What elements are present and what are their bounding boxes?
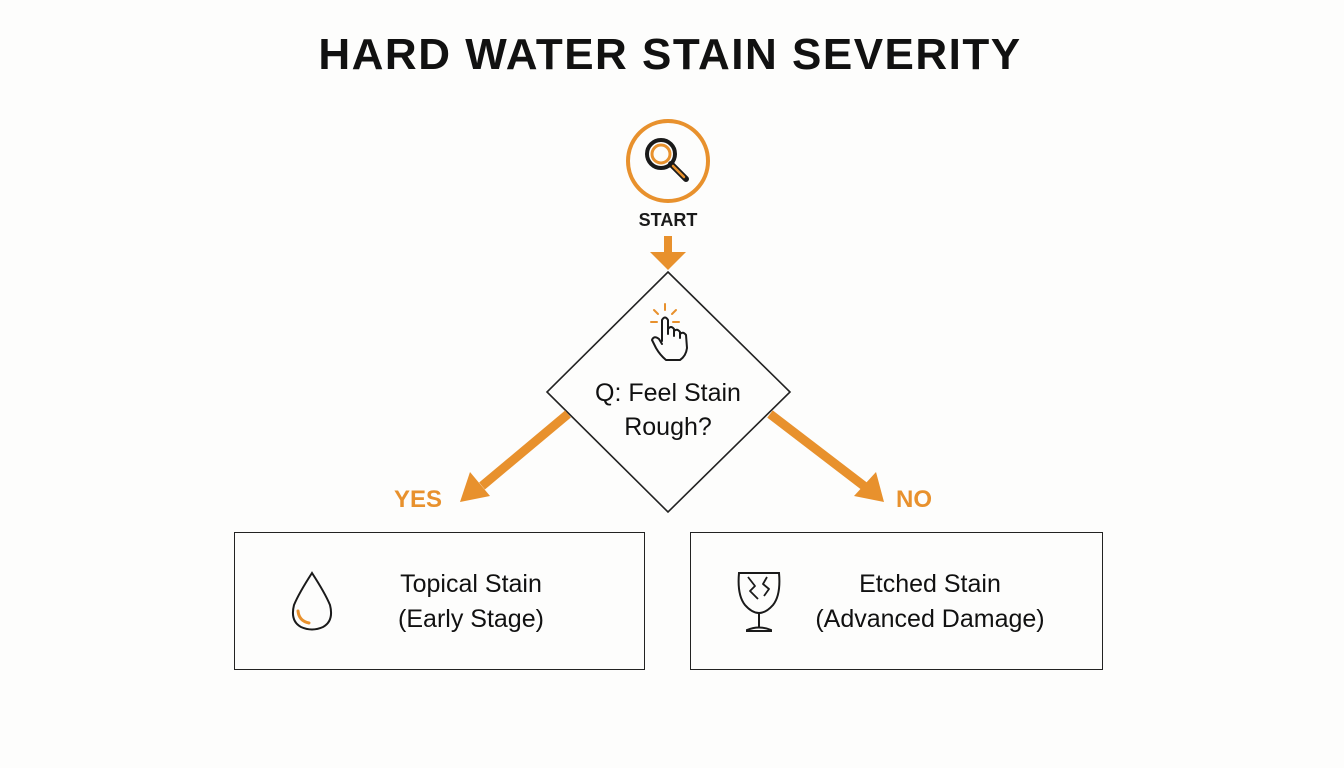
start-arrow [650,236,686,270]
cracked-glass-icon [737,572,781,632]
magnifying-glass-icon [645,138,689,182]
start-node [626,119,710,203]
outcome-text-topical: Topical Stain (Early Stage) [363,567,579,637]
decision-diamond [545,270,792,514]
decision-question: Q: Feel Stain Rough? [568,376,768,444]
start-circle [626,119,710,203]
yes-label: YES [394,486,443,513]
water-drop-icon [291,571,333,631]
decision-question-line1: Q: Feel Stain [595,379,741,407]
outcome-subtitle-etched: (Advanced Damage) [815,605,1045,633]
outcome-box-etched: Etched Stain (Advanced Damage) [690,532,1103,670]
touch-hand-icon [650,303,688,361]
no-label: NO [896,486,932,513]
no-arrow [767,410,884,502]
outcome-title-etched: Etched Stain [859,570,1001,598]
outcome-subtitle-topical: (Early Stage) [398,605,544,633]
decision-question-line2: Rough? [624,413,712,441]
page-title: HARD WATER STAIN SEVERITY [318,30,1022,79]
yes-arrow [460,410,571,502]
outcome-text-etched: Etched Stain (Advanced Damage) [787,567,1073,637]
start-label: START [638,210,698,230]
outcome-box-topical: Topical Stain (Early Stage) [234,532,645,670]
outcome-title-topical: Topical Stain [400,570,542,598]
